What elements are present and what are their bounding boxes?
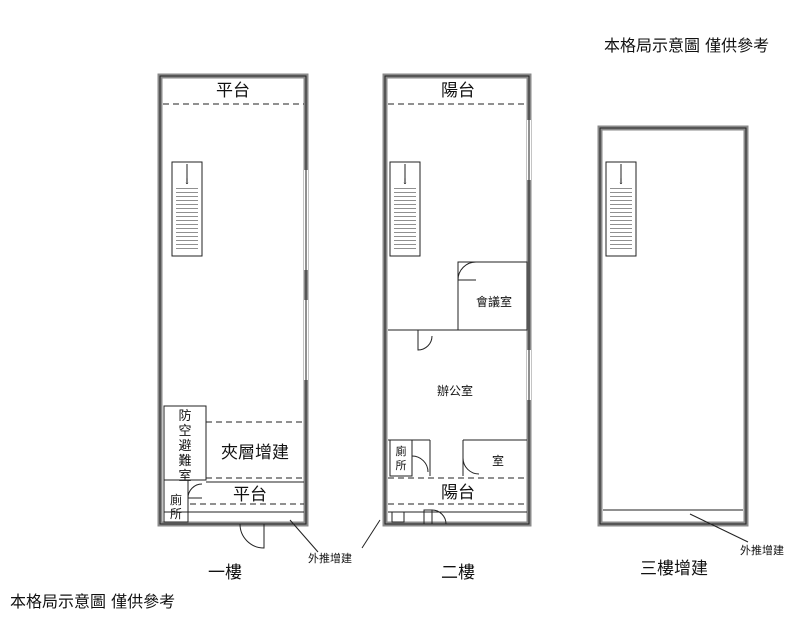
floor2-toilet-char-1: 廁 [396,444,407,458]
floor-1-plan: 平台 ↓ 防 空 避 難 室 夾層增建 廁 所 平台 [157,73,352,583]
floor3-extension-label: 外推增建 [740,543,784,557]
floor1-mezzanine-label: 夾層增建 [221,443,289,463]
floor2-balcony-top-label: 陽台 [441,81,475,101]
floor3-title: 三樓增建 [640,559,708,579]
svg-text:↓: ↓ [402,177,409,186]
floor1-shelter-char-2: 空 [178,424,191,439]
floor1-shelter-char-4: 難 [178,454,191,469]
floor2-meeting-room-label: 會議室 [476,294,512,309]
floor1-platform-top-label: 平台 [216,81,250,101]
disclaimer-top: 本格局示意圖 僅供參考 [604,36,770,55]
floor2-toilet-char-2: 所 [396,459,407,472]
floor1-toilet-char-2: 所 [170,507,182,521]
floor1-staircase: ↓ [171,161,203,257]
floor2-room-label: 室 [492,453,504,468]
floor1-shelter-char-3: 避 [178,439,191,454]
svg-text:↓: ↓ [618,177,625,186]
floor1-toilet-char-1: 廁 [170,492,182,507]
floor2-title: 二樓 [441,563,475,583]
floor2-staircase: ↓ [389,161,421,257]
floor1-shelter-char-1: 防 [178,408,191,424]
floor3-staircase: ↓ [605,161,637,257]
floor-2-plan: 陽台 ↓ 會議室 辦公室 廁 所 室 [361,73,532,583]
floor2-balcony-bottom-label: 陽台 [441,483,475,503]
floor1-extension-label: 外推增建 [308,551,352,565]
floor1-shelter-char-5: 室 [178,468,191,484]
floor-3-plan: ↓ 外推增建 三樓增建 [597,125,784,579]
floor1-title: 一樓 [208,563,242,583]
disclaimer-bottom: 本格局示意圖 僅供參考 [10,592,176,611]
floor1-platform-bottom-label: 平台 [233,485,267,505]
svg-text:↓: ↓ [184,177,191,186]
floor2-office-label: 辦公室 [437,383,473,398]
